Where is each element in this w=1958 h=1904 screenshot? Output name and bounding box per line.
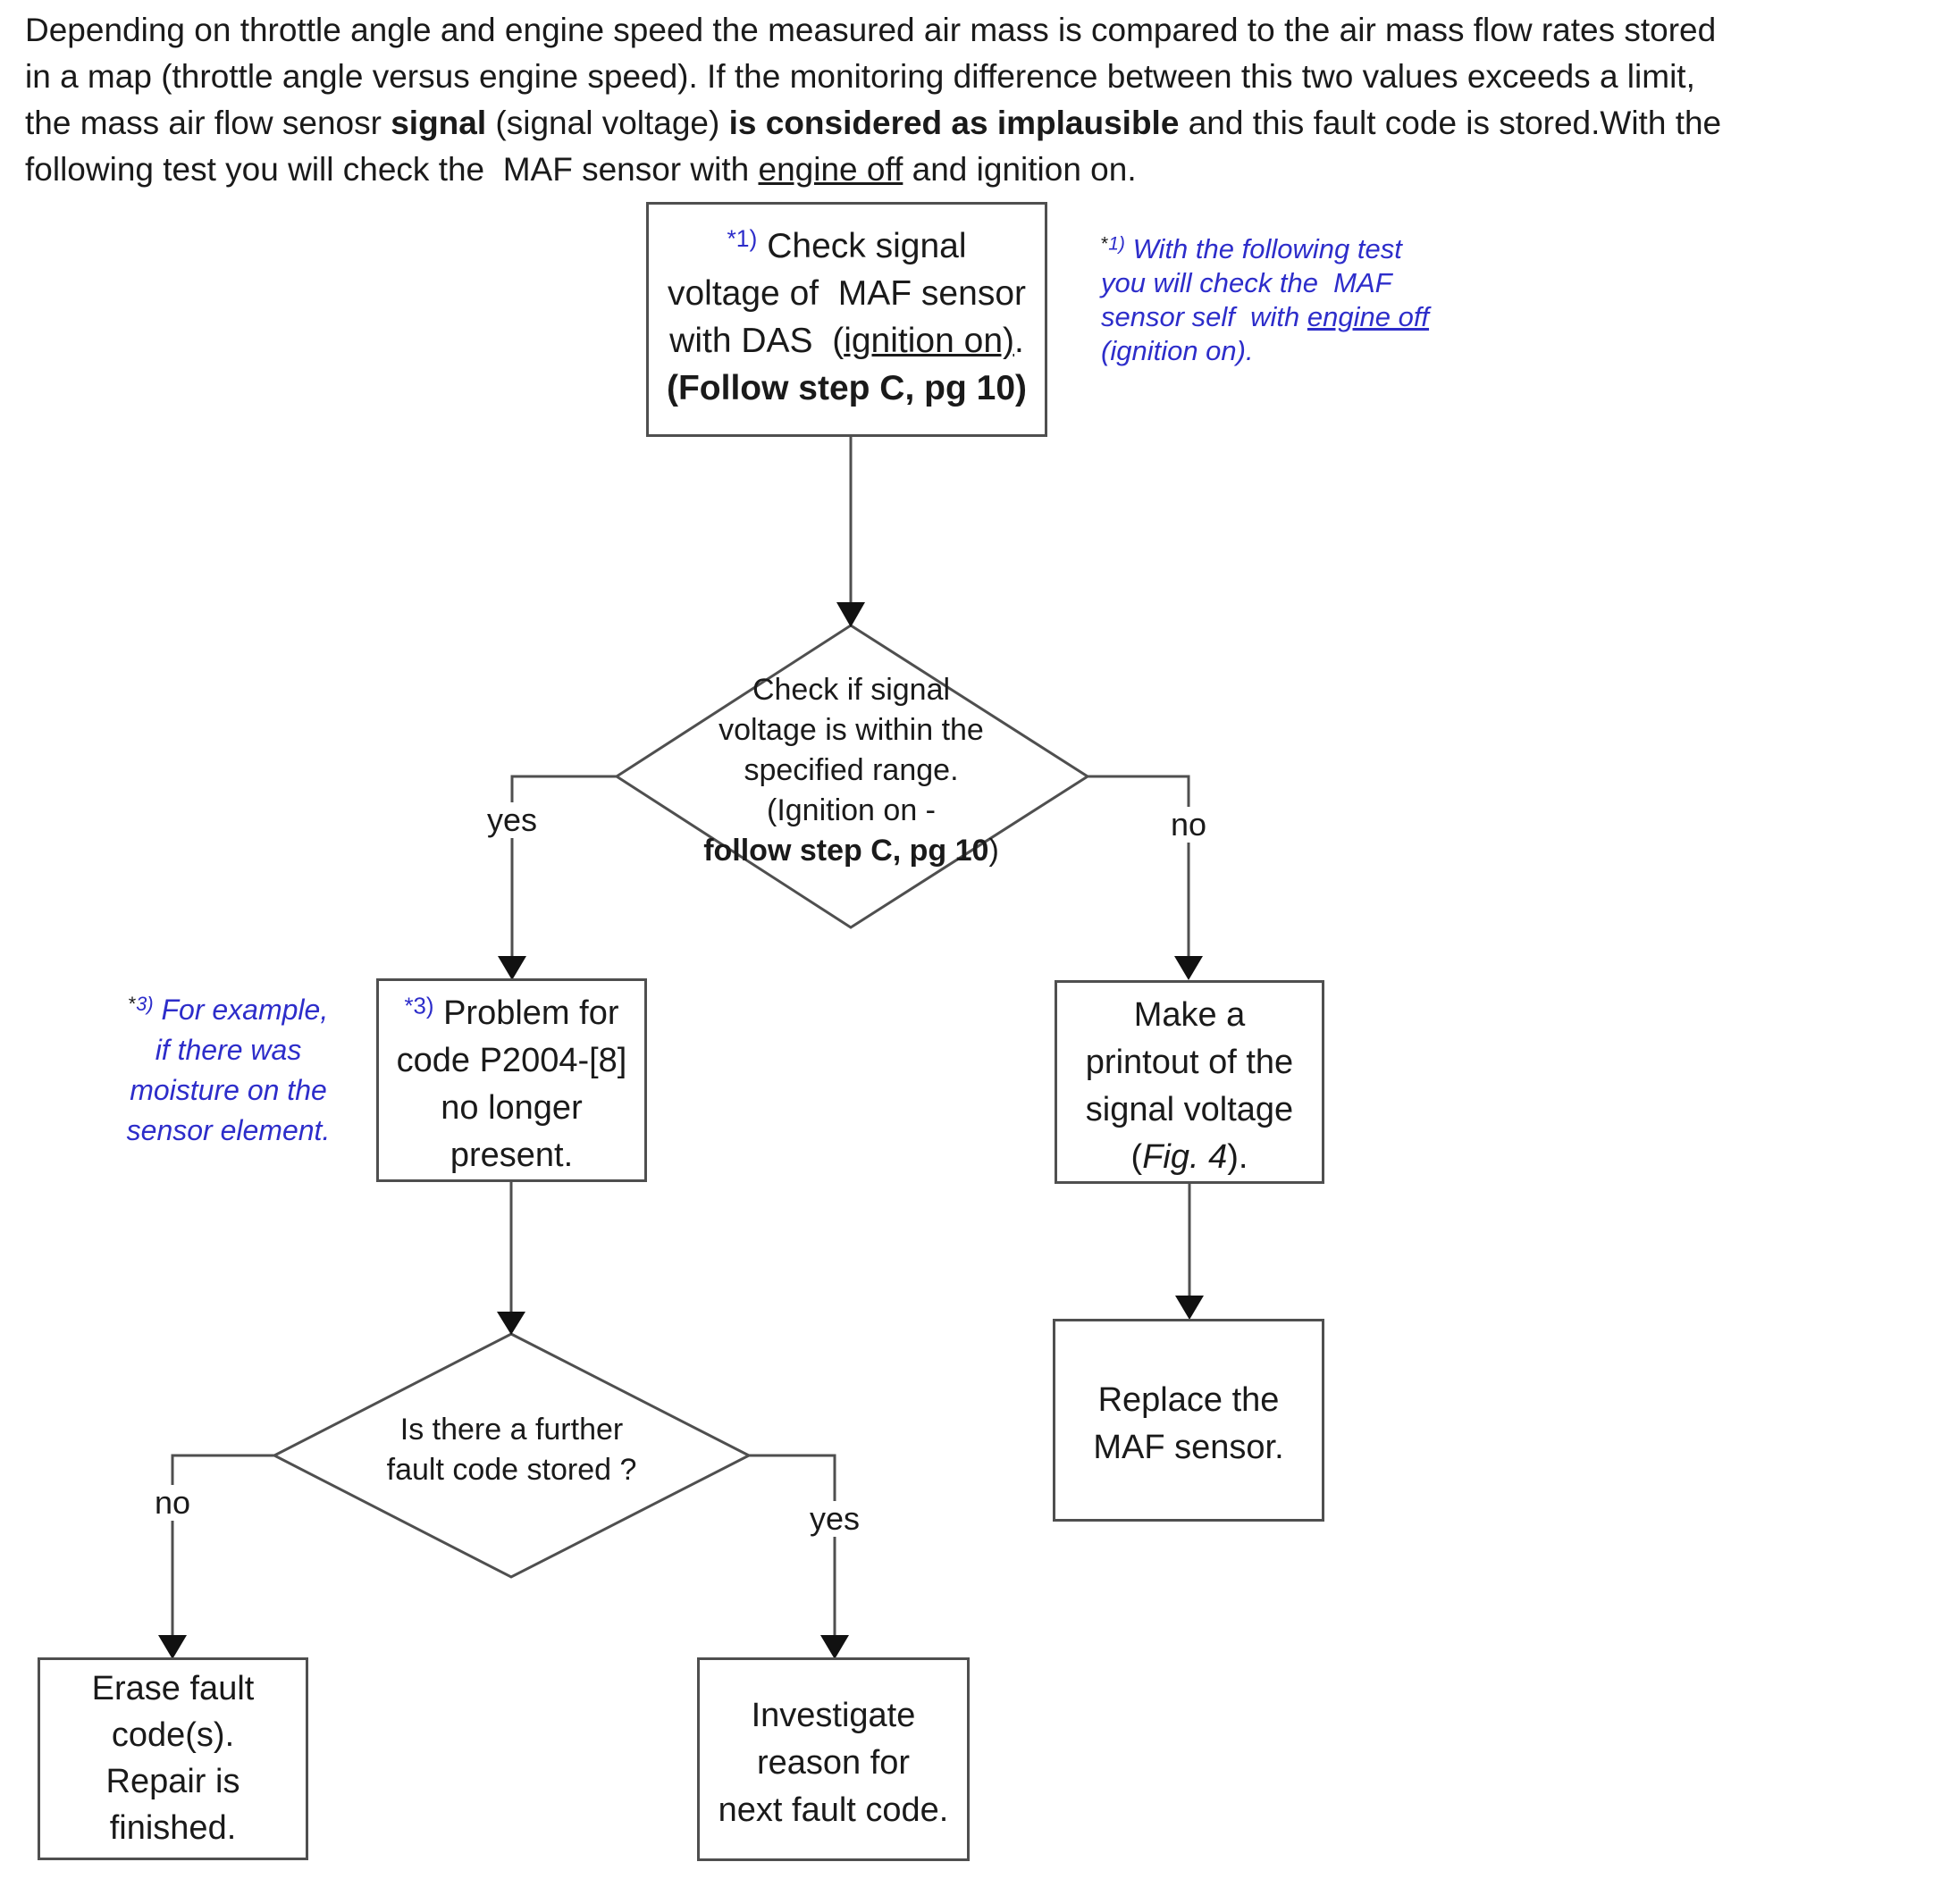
printout-box: Make a printout of the signal voltage (F… — [1055, 980, 1324, 1184]
yes-label-2: yes — [802, 1501, 868, 1537]
no-label-2: no — [139, 1485, 206, 1521]
arrowhead-to-decision2 — [497, 1312, 525, 1335]
check-signal-line-1: *1) Check signal — [727, 225, 967, 265]
check-signal-line-2: voltage of MAF sensor — [667, 274, 1026, 313]
footnote-1-line-1: *1) With the following test — [1101, 233, 1402, 264]
yes-label-1: yes — [479, 802, 545, 838]
intro-line-4: following test you will check the MAF se… — [25, 151, 1137, 188]
connector-decision1-no — [1088, 775, 1190, 958]
intro-paragraph: Depending on throttle angle and engine s… — [25, 7, 1721, 193]
footnote-1-marker: *1) — [727, 225, 758, 253]
erase-fault-box: Erase fault code(s). Repair is finished. — [38, 1657, 308, 1860]
signal-range-decision-text: Check if signal voltage is within the sp… — [703, 673, 999, 868]
footnote-3-annotation: *3) For example, if there was moisture o… — [92, 990, 365, 1151]
connector-decision1-yes — [510, 775, 617, 958]
asterisk-marker: * — [1101, 233, 1109, 255]
intro-line-1: Depending on throttle angle and engine s… — [25, 12, 1717, 48]
no-label-1: no — [1155, 807, 1222, 843]
decision-diamond-1-shape — [614, 624, 1090, 929]
arrowhead-to-investigate-box — [820, 1635, 849, 1659]
intro-line-3: the mass air flow senosr signal (signal … — [25, 105, 1722, 141]
footnote-1-line-3: sensor self with engine off — [1101, 301, 1430, 332]
replace-maf-box: Replace the MAF sensor. — [1053, 1319, 1324, 1522]
footnote-3-marker: *3) — [404, 994, 434, 1019]
problem-resolved-box: *3) Problem for code P2004-[8] no longer… — [376, 978, 647, 1182]
arrowhead-to-problem-box — [498, 956, 526, 980]
check-signal-box: *1) Check signal voltage of MAF sensor w… — [646, 202, 1047, 437]
arrowhead-to-erase-box — [158, 1635, 187, 1659]
arrowhead-to-replace-box — [1175, 1296, 1204, 1320]
intro-line-2: in a map (throttle angle versus engine s… — [25, 58, 1695, 95]
investigate-box: Investigate reason for next fault code. — [697, 1657, 970, 1861]
decision-diamond-2-shape — [271, 1332, 752, 1579]
check-signal-line-4: (Follow step C, pg 10) — [666, 369, 1027, 407]
footnote-1-line-4: (ignition on). — [1101, 335, 1254, 366]
arrowhead-to-printout-box — [1174, 956, 1203, 980]
connector-decision2-yes — [749, 1454, 836, 1635]
further-fault-decision-text: Is there a further fault code stored ? — [386, 1413, 637, 1487]
footnote-1-annotation: *1) With the following test you will che… — [1101, 232, 1512, 368]
check-signal-line-3: with DAS (ignition on). — [669, 322, 1024, 360]
connector-decision2-no — [171, 1454, 274, 1635]
asterisk-marker: * — [128, 993, 137, 1016]
footnote-3-line-1: *3) For example, — [128, 993, 329, 1026]
arrowhead-to-decision1 — [836, 602, 865, 627]
footnote-1-line-2: you will check the MAF — [1101, 267, 1392, 298]
